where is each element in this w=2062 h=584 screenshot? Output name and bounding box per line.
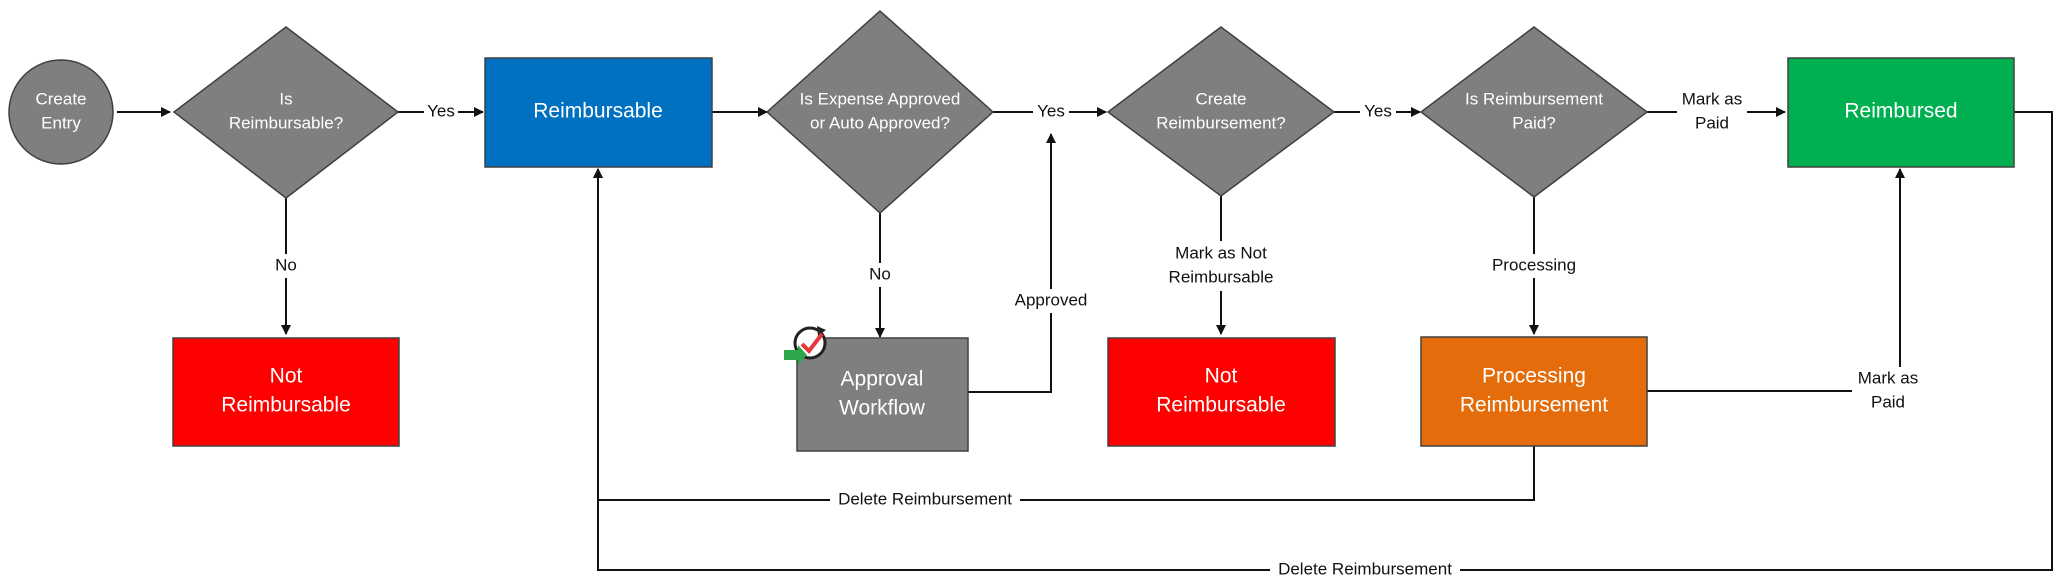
not-reimbursable-2-label-2: Reimbursable xyxy=(1156,394,1286,417)
edge-approved-back xyxy=(968,133,1056,393)
edge-label-mark-paid-1a: Mark as xyxy=(1682,89,1742,108)
decision-diamond xyxy=(172,26,400,199)
edge-label-mark-paid-2a: Mark as xyxy=(1858,368,1918,387)
label-bg xyxy=(1270,558,1460,582)
approval-workflow-label-2: Workflow xyxy=(839,397,926,420)
edge-delete-reimbursement-1 xyxy=(593,168,1535,501)
label-bg xyxy=(1852,367,1924,415)
start-circle xyxy=(8,59,114,165)
decision-create-reimbursement[interactable]: Create Reimbursement? xyxy=(1106,26,1336,197)
label-bg xyxy=(1033,100,1069,124)
not-reimbursable-2-label-1: Not xyxy=(1205,365,1238,388)
edges xyxy=(117,107,2053,571)
decision-diamond xyxy=(1419,26,1649,198)
label-bg xyxy=(864,263,896,287)
is-expense-approved-label-2: or Auto Approved? xyxy=(810,113,950,132)
edge-labels: Yes No Yes No Approved Yes Mark as Not R… xyxy=(270,88,1924,582)
edge-label-mark-paid-2b: Paid xyxy=(1871,392,1905,411)
start-node-create-entry[interactable]: Create Entry xyxy=(8,59,114,165)
label-bg xyxy=(1486,254,1582,278)
edge-label-approved: Approved xyxy=(1015,290,1088,309)
is-reimbursement-paid-label-2: Paid? xyxy=(1512,113,1555,132)
label-bg xyxy=(830,488,1020,512)
edge-label-yes-3: Yes xyxy=(1364,101,1392,120)
label-bg xyxy=(1360,100,1396,124)
edge-label-delete-2: Delete Reimbursement xyxy=(1278,559,1452,578)
create-reimbursement-label-1: Create xyxy=(1195,89,1246,108)
edge-label-yes-1: Yes xyxy=(427,101,455,120)
decision-is-expense-approved[interactable]: Is Expense Approved or Auto Approved? xyxy=(765,9,995,215)
label-bg xyxy=(270,254,302,278)
is-reimbursement-paid-label-1: Is Reimbursement xyxy=(1465,89,1603,108)
node-reimbursable[interactable]: Reimbursable xyxy=(484,57,713,168)
processing-reimbursement-label-2: Reimbursement xyxy=(1460,394,1608,417)
is-reimbursable-label-2: Reimbursable? xyxy=(229,113,343,132)
decision-diamond xyxy=(765,9,995,215)
edge-label-no-1: No xyxy=(275,255,297,274)
create-entry-label-2: Entry xyxy=(41,113,81,132)
create-entry-label-1: Create xyxy=(35,89,86,108)
edge-label-no-2: No xyxy=(869,264,891,283)
not-reimbursable-box xyxy=(172,337,400,447)
decision-diamond xyxy=(1106,26,1336,197)
label-bg xyxy=(424,100,458,124)
node-not-reimbursable-2[interactable]: Not Reimbursable xyxy=(1107,337,1336,447)
processing-reimbursement-label-1: Processing xyxy=(1482,365,1586,388)
node-reimbursed[interactable]: Reimbursed xyxy=(1787,57,2015,168)
approval-workflow-label-1: Approval xyxy=(841,368,924,391)
edge-processing-mark-paid xyxy=(1647,168,1905,392)
edge-label-mark-not-reimb-1: Mark as Not xyxy=(1175,243,1267,262)
create-reimbursement-label-2: Reimbursement? xyxy=(1156,113,1285,132)
not-reimbursable-1-label-1: Not xyxy=(270,365,303,388)
edge-label-mark-not-reimb-2: Reimbursable xyxy=(1169,267,1274,286)
is-reimbursable-label-1: Is xyxy=(279,89,292,108)
label-bg xyxy=(1008,289,1094,313)
green-arrow xyxy=(784,345,807,365)
reimbursable-box xyxy=(484,57,713,168)
nodes: Create Entry Is Reimbursable? Not Reimbu… xyxy=(8,9,2015,452)
check-mark xyxy=(800,332,824,355)
reimbursed-box xyxy=(1787,57,2015,168)
cycle-arrowhead xyxy=(817,326,826,336)
reimbursed-label: Reimbursed xyxy=(1844,100,1957,123)
node-not-reimbursable-1[interactable]: Not Reimbursable xyxy=(172,337,400,447)
not-reimbursable-1-label-2: Reimbursable xyxy=(221,394,351,417)
node-approval-workflow[interactable]: Approval Workflow xyxy=(796,337,969,452)
edge-delete-reimbursement-2 xyxy=(593,111,2053,571)
node-processing-reimbursement[interactable]: Processing Reimbursement xyxy=(1420,336,1648,447)
reimbursable-label: Reimbursable xyxy=(533,100,663,123)
decision-is-reimbursement-paid[interactable]: Is Reimbursement Paid? xyxy=(1419,26,1649,198)
decision-is-reimbursable[interactable]: Is Reimbursable? xyxy=(172,26,400,199)
is-expense-approved-label-1: Is Expense Approved xyxy=(800,89,961,108)
approval-workflow-box xyxy=(796,337,969,452)
edge-label-processing: Processing xyxy=(1492,255,1576,274)
label-bg xyxy=(1163,241,1279,291)
processing-box xyxy=(1420,336,1648,447)
edge-label-mark-paid-1b: Paid xyxy=(1695,113,1729,132)
edge-label-yes-2: Yes xyxy=(1037,101,1065,120)
label-bg xyxy=(1677,88,1747,136)
workflow-approval-icon xyxy=(784,326,827,365)
edge-label-delete-1: Delete Reimbursement xyxy=(838,489,1012,508)
not-reimbursable-box xyxy=(1107,337,1336,447)
